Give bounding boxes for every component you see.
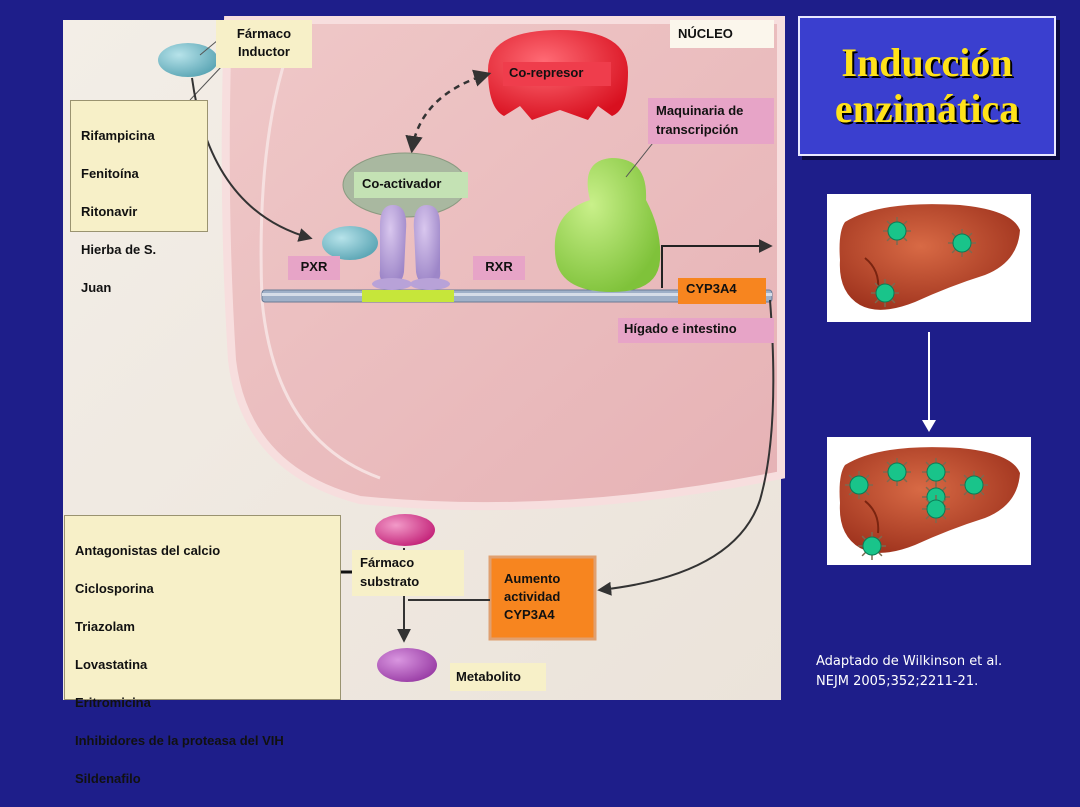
- substrate-label: Fármaco substrato: [352, 550, 464, 596]
- substrate-drug-item: Ciclosporina: [75, 581, 154, 596]
- substrate-drug-item: Inhibidores de la proteasa del VIH: [75, 733, 284, 748]
- substrate-drug-list: Antagonistas del calcio Ciclosporina Tri…: [64, 515, 341, 786]
- pxr-receptor: [379, 205, 407, 285]
- page-title: Inducción enzimática: [834, 40, 1020, 131]
- substrate-drug-item: Eritromicina: [75, 695, 151, 710]
- enzyme-markers: [845, 217, 988, 560]
- dashed-exchange-arrow: [405, 69, 492, 154]
- inducer-drug-item: Fenitoína: [81, 166, 139, 181]
- inducer-drug-item: Hierba de S.: [81, 242, 157, 257]
- co-repressor-label: Co-represor: [503, 62, 611, 86]
- enzyme-marker-after: [922, 495, 950, 523]
- enzyme-marker-before: [948, 229, 976, 257]
- response-element: [362, 290, 454, 302]
- inducer-drug: [158, 43, 218, 77]
- inducer-drug-item: Ritonavir: [81, 204, 138, 219]
- cyp3a4-gene-label: CYP3A4: [678, 278, 766, 304]
- enzyme-marker-after: [883, 458, 911, 486]
- increased-activity-label: Aumento actividad CYP3A4: [504, 571, 561, 622]
- pxr-foot: [372, 278, 412, 290]
- enzyme-marker-before: [871, 279, 899, 307]
- enzyme-marker-before: [883, 217, 911, 245]
- rxr-label: RXR: [473, 256, 525, 280]
- nucleus-label: NÚCLEO: [670, 20, 774, 48]
- tissue-label: Hígado e intestino: [618, 318, 774, 343]
- inducer-drug-list: Rifampicina Fenitoína Ritonavir Hierba d…: [70, 100, 208, 295]
- title-box: Inducción enzimática: [798, 16, 1056, 156]
- inducer-pointer: [199, 39, 219, 56]
- co-activator-label: Co-activador: [354, 172, 468, 198]
- increased-activity-box: [488, 555, 597, 641]
- dna-highlight: [262, 293, 772, 296]
- expression-arrow: [597, 299, 775, 596]
- enzyme-marker-after: [960, 471, 988, 499]
- induction-arrowhead: [922, 420, 936, 432]
- bound-inducer-drug: [322, 226, 378, 260]
- substrate-drug-item: Lovastatina: [75, 657, 148, 672]
- enzyme-marker-after: [858, 532, 886, 560]
- pxr-label: PXR: [288, 256, 340, 280]
- rxr-foot: [410, 278, 450, 290]
- rxr-receptor: [413, 205, 441, 285]
- substrate-drug-item: Antagonistas del calcio: [75, 543, 221, 558]
- inducer-drug-item: Rifampicina: [81, 128, 155, 143]
- substrate-drug-item: Triazolam: [75, 619, 135, 634]
- inducer-label: Fármaco Inductor: [216, 20, 312, 68]
- substrate-drug-item: Sildenafilo: [75, 771, 141, 786]
- liver-after-vessel: [864, 500, 880, 534]
- liver-before: [827, 194, 1031, 322]
- reference-citation: Adaptado de Wilkinson et al. NEJM 2005;3…: [816, 654, 1003, 689]
- transcription-start-arrow: [661, 239, 773, 288]
- transcription-machinery-label: Maquinaria de transcripción: [648, 98, 774, 144]
- metabolite-label: Metabolito: [450, 663, 546, 691]
- inducer-drug-item: Juan: [81, 280, 112, 295]
- transcription-machinery: [554, 158, 661, 292]
- enzyme-marker-after: [922, 458, 950, 486]
- metabolite: [377, 648, 437, 682]
- substrate-drug: [375, 514, 435, 546]
- enzyme-marker-after: [845, 471, 873, 499]
